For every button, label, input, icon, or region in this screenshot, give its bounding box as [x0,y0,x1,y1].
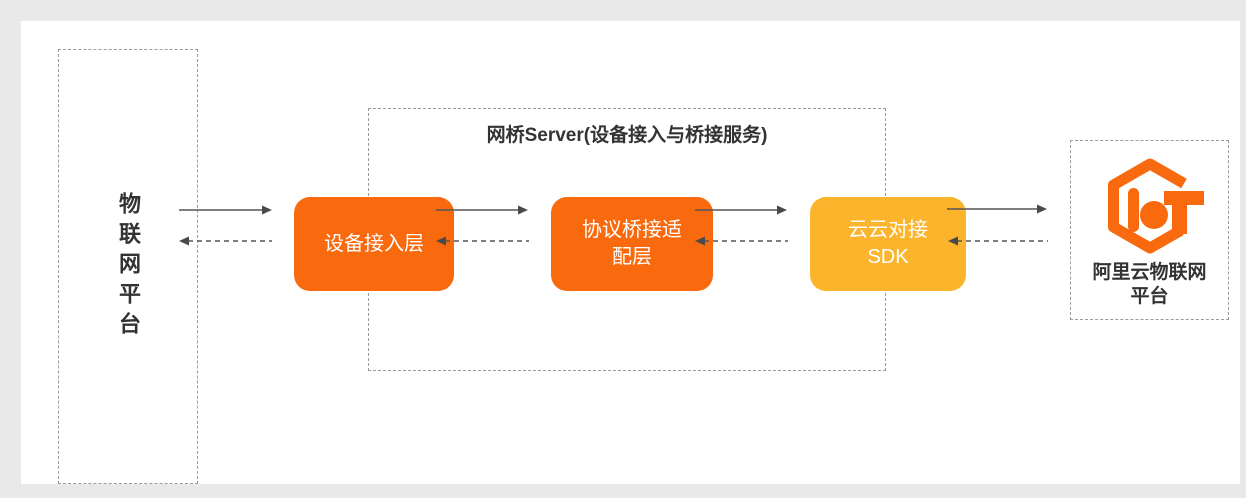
protocol-bridge-adapter-box: 协议桥接适 配层 [551,197,713,291]
iot-platform-box: 物联网平台 [58,49,198,484]
letter-t-stem [1171,205,1187,234]
hexagon-outline [1107,158,1187,254]
diagram-canvas: 物联网平台 网桥Server(设备接入与桥接服务) 设备接入层 协议桥接适 配层… [21,21,1240,484]
letter-i-bar [1127,188,1139,232]
aliyun-iot-icon [1107,158,1204,254]
cloud-cloud-sdk-box: 云云对接 SDK [810,197,966,291]
letter-o-dot [1139,201,1168,229]
aliyun-iot-platform-box: 阿里云物联网 平台 [1070,140,1229,320]
letter-t-bar [1163,191,1204,205]
aliyun-iot-platform-label: 阿里云物联网 平台 [1092,262,1207,307]
iot-platform-label: 物联网平台 [116,191,141,342]
bridge-server-title: 网桥Server(设备接入与桥接服务) [486,125,768,146]
device-access-layer-box: 设备接入层 [294,197,454,291]
